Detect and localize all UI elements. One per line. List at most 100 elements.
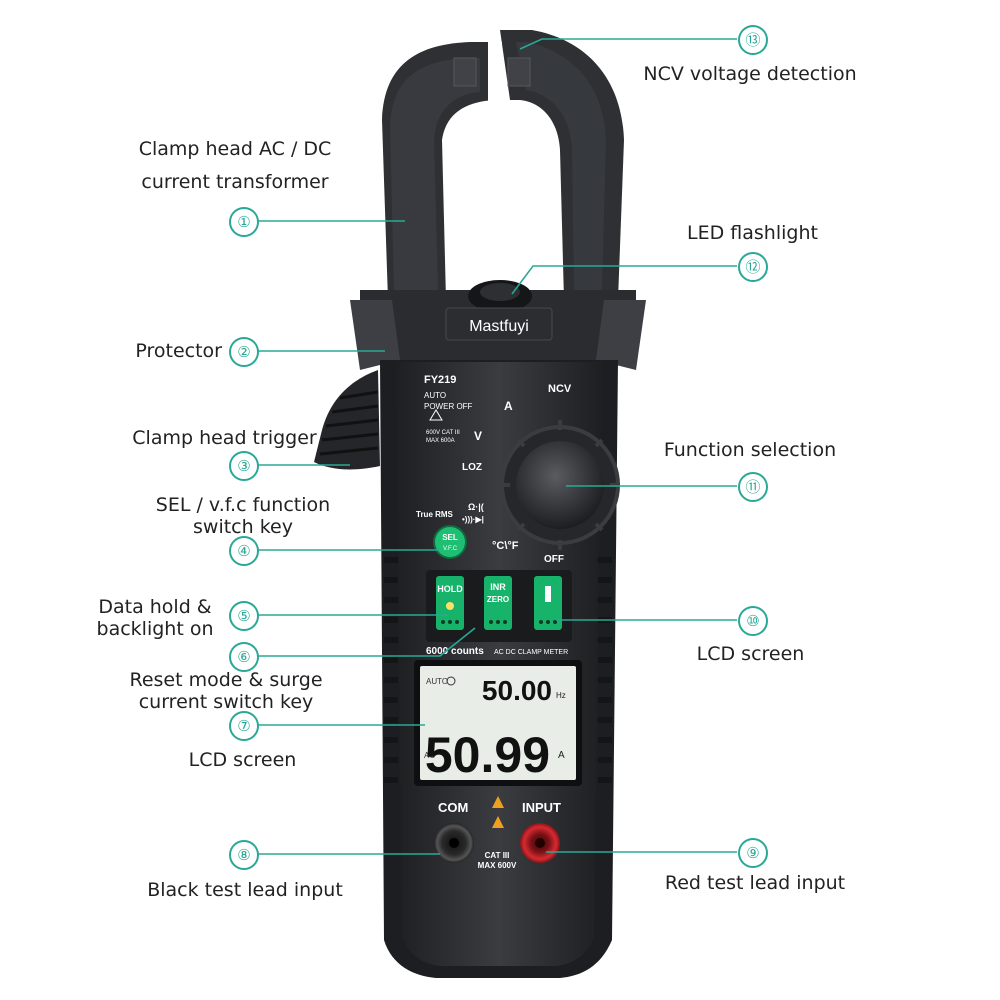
callout-text: Data hold & bbox=[98, 596, 212, 618]
leader-6 bbox=[258, 627, 476, 657]
callout-text: switch key bbox=[193, 516, 293, 538]
callout-number: ③ bbox=[229, 451, 259, 481]
dial-amp: A bbox=[504, 399, 513, 413]
dial-volt: V bbox=[474, 429, 482, 443]
brand-name: Mastfuyi bbox=[469, 318, 529, 335]
power-off-label: POWER OFF bbox=[424, 402, 473, 411]
zero-button-label: ZERO bbox=[487, 595, 509, 604]
callout-ncv: NCV voltage detection bbox=[625, 63, 875, 85]
callout-number: ⑨ bbox=[738, 838, 768, 868]
meter-type-label: AC DC CLAMP METER bbox=[494, 649, 568, 656]
callout-text: LCD screen bbox=[696, 643, 805, 665]
dial-ohm-cap: Ω·|( bbox=[468, 502, 484, 512]
callout-function: Function selection bbox=[630, 439, 870, 461]
callout-number: ② bbox=[229, 337, 259, 367]
callout-text: Clamp head AC / DC bbox=[138, 138, 332, 160]
callout-trigger: Clamp head trigger bbox=[112, 427, 337, 449]
callout-number: ⑪ bbox=[738, 472, 768, 502]
callout-number: ⑬ bbox=[738, 25, 768, 55]
warning-icon bbox=[492, 796, 504, 808]
model-label: FY219 bbox=[424, 374, 456, 386]
terminal-rating-1: CAT III bbox=[485, 851, 510, 860]
terminal-rating-2: MAX 600V bbox=[478, 861, 517, 870]
rating-line-2: MAX 600A bbox=[426, 438, 455, 444]
callout-number: ④ bbox=[229, 536, 259, 566]
lcd-frequency-unit: Hz bbox=[556, 691, 566, 700]
callout-text: Black test lead input bbox=[147, 879, 343, 901]
callout-text: current transformer bbox=[141, 171, 329, 193]
dial-diode: •)))·▶| bbox=[462, 515, 484, 524]
callout-number: ⑫ bbox=[738, 252, 768, 282]
callout-text: LED flashlight bbox=[687, 222, 818, 244]
callout-lcd-right: LCD screen bbox=[668, 643, 833, 665]
warning-triangle-icon bbox=[429, 409, 443, 421]
backlight-icon bbox=[446, 602, 454, 610]
clamp-trigger bbox=[314, 370, 380, 470]
callout-text: SEL / v.f.c function bbox=[155, 494, 331, 516]
callout-flashlight: LED flashlight bbox=[660, 222, 845, 244]
rotary-dial[interactable] bbox=[500, 420, 620, 550]
dial-ncv: NCV bbox=[548, 383, 572, 395]
callout-text: current switch key bbox=[138, 691, 314, 713]
callout-text: Reset mode & surge bbox=[129, 669, 323, 691]
callout-text: Protector bbox=[135, 340, 222, 362]
true-rms-label: True RMS bbox=[416, 510, 454, 519]
leader-13 bbox=[519, 38, 737, 50]
callout-number: ⑤ bbox=[229, 601, 259, 631]
leader-lines bbox=[258, 38, 737, 855]
inr-zero-button[interactable]: INR ZERO bbox=[484, 576, 512, 630]
sel-key-line1: SEL bbox=[442, 533, 458, 542]
clamp-head bbox=[382, 30, 624, 300]
callout-reset: Reset mode & surge current switch key bbox=[106, 669, 346, 713]
callout-number: ⑧ bbox=[229, 840, 259, 870]
flashlight-button[interactable] bbox=[534, 576, 562, 630]
dial-off: OFF bbox=[544, 554, 564, 565]
lcd-power-icon bbox=[446, 676, 456, 686]
callout-protector: Protector bbox=[90, 340, 222, 362]
callout-text: LCD screen bbox=[188, 749, 297, 771]
lcd-auto: AUTO bbox=[426, 677, 448, 686]
callout-text: NCV voltage detection bbox=[643, 63, 857, 85]
button-panel: HOLD INR ZERO bbox=[426, 570, 572, 642]
callout-text: Red test lead input bbox=[664, 872, 846, 894]
counts-label: 6000 counts bbox=[426, 646, 484, 657]
input-label: INPUT bbox=[522, 800, 561, 815]
callout-number: ⑩ bbox=[738, 606, 768, 636]
inr-button-label: INR bbox=[490, 582, 506, 592]
com-label: COM bbox=[438, 800, 468, 815]
callout-text: Clamp head trigger bbox=[132, 427, 317, 449]
callout-number: ① bbox=[229, 207, 259, 237]
callout-sel-key: SEL / v.f.c function switch key bbox=[128, 494, 358, 538]
brand-plate: Mastfuyi bbox=[445, 307, 553, 341]
dial-loz: LOZ bbox=[462, 462, 482, 473]
warning-icon bbox=[492, 816, 504, 828]
callout-number: ⑥ bbox=[229, 642, 259, 672]
lcd-ac: AC bbox=[424, 751, 435, 760]
hold-button-label: HOLD bbox=[437, 584, 463, 594]
callout-clamp-head: Clamp head AC / DC current transformer bbox=[120, 138, 350, 193]
led-flashlight bbox=[468, 280, 532, 312]
auto-label: AUTO bbox=[424, 391, 446, 400]
terminal-panel: COM INPUT CAT III MAX 600V bbox=[434, 796, 561, 870]
lcd-display: AUTO 50.00 Hz AC 50.99 A bbox=[414, 660, 582, 786]
callout-text: backlight on bbox=[96, 618, 214, 640]
callout-red-lead: Red test lead input bbox=[640, 872, 870, 894]
callout-text: Function selection bbox=[663, 439, 837, 461]
sel-vfc-key[interactable]: SEL V.F.C bbox=[433, 525, 467, 559]
callout-number: ⑦ bbox=[229, 711, 259, 741]
dial-knob[interactable] bbox=[516, 441, 604, 529]
rating-line-1: 600V CAT III bbox=[426, 430, 460, 436]
hold-button[interactable]: HOLD bbox=[436, 576, 464, 630]
flashlight-icon bbox=[545, 586, 551, 602]
sel-key-line2: V.F.C bbox=[443, 546, 458, 552]
callout-lcd-left: LCD screen bbox=[160, 749, 325, 771]
leader-12 bbox=[511, 265, 737, 295]
callout-hold: Data hold & backlight on bbox=[80, 596, 230, 640]
callout-black-lead: Black test lead input bbox=[125, 879, 365, 901]
lcd-main-unit: A bbox=[558, 750, 565, 761]
lcd-frequency: 50.00 bbox=[482, 675, 552, 706]
lcd-main-reading: 50.99 bbox=[425, 727, 550, 783]
dial-temp: °C\°F bbox=[492, 540, 519, 552]
